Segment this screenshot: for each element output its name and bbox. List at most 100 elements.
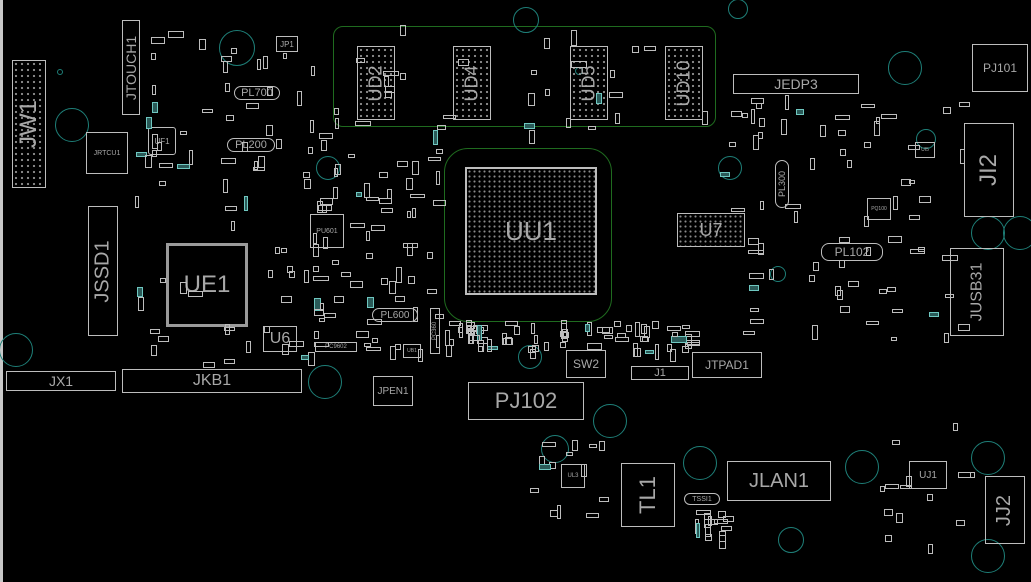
smd-pad (731, 208, 746, 213)
component-jpen1[interactable]: JPEN1 (373, 376, 413, 406)
smd-pad (885, 483, 899, 490)
smd-pad (565, 451, 574, 456)
smd-pad (222, 60, 229, 74)
refdes-label: TSSI1 (692, 495, 712, 503)
component-pl700[interactable]: PL700 (234, 86, 280, 100)
component-ue1[interactable]: UE1 (166, 243, 248, 327)
smd-pad (879, 289, 887, 294)
component-sw2[interactable]: SW2 (566, 350, 606, 378)
component-uu1[interactable]: UU1 (465, 167, 597, 295)
component-jssd1[interactable]: JSSD1 (88, 206, 118, 336)
smd-pad (696, 523, 701, 539)
component-jtpad1[interactable]: JTPAD1 (692, 352, 762, 378)
smd-pad (355, 192, 362, 197)
smd-pad (176, 163, 191, 169)
smd-pad (812, 324, 818, 340)
smd-pad (955, 520, 965, 527)
component-jp1[interactable]: JP1 (276, 36, 298, 52)
component-pj101[interactable]: PJ101 (972, 44, 1028, 92)
smd-pad (596, 92, 603, 105)
component-jedp3[interactable]: JEDP3 (733, 74, 859, 94)
smd-pad (654, 344, 659, 361)
mounting-hole (518, 345, 542, 369)
smd-pad (847, 160, 852, 168)
smd-pad (136, 287, 143, 297)
smd-pad (365, 346, 382, 351)
component-tssi1[interactable]: TSSI1 (684, 493, 720, 505)
smd-pad (758, 243, 764, 256)
smd-pad (282, 344, 289, 355)
refdes-label: JEDP3 (774, 76, 818, 92)
smd-pad (458, 59, 470, 67)
component-pl200[interactable]: PL200 (227, 138, 275, 152)
smd-pad (334, 107, 339, 116)
smd-pad (530, 487, 539, 494)
smd-pad (610, 69, 616, 79)
smd-pad (407, 276, 415, 285)
component-u7[interactable]: U7 (677, 213, 745, 247)
smd-pad (406, 210, 412, 218)
smd-pad (866, 246, 872, 256)
smd-pad (436, 149, 443, 155)
component-uj1[interactable]: UJ1 (909, 461, 947, 489)
component-pq100[interactable]: PQ100 (867, 198, 891, 220)
smd-pad (158, 335, 170, 343)
smd-pad (313, 309, 324, 316)
smd-pad (267, 270, 273, 278)
component-pl300[interactable]: PL300 (775, 160, 789, 208)
smd-pad (224, 324, 231, 335)
component-jusb31[interactable]: JUSB31 (950, 248, 1004, 336)
smd-pad (839, 259, 845, 268)
smd-pad (220, 158, 236, 164)
refdes-label: TL1 (634, 476, 660, 514)
smd-pad (587, 125, 597, 131)
smd-pad (539, 463, 551, 470)
component-jw1[interactable]: JW1 (12, 60, 46, 188)
smd-pad (513, 326, 520, 335)
component-jlan1[interactable]: JLAN1 (727, 461, 831, 501)
component-uf1[interactable]: UF1 (148, 127, 176, 155)
smd-pad (417, 349, 424, 362)
smd-pad (959, 148, 965, 164)
smd-pad (224, 358, 235, 365)
smd-pad (319, 198, 333, 205)
smd-pad (287, 265, 294, 273)
component-j1[interactable]: J1 (631, 366, 689, 380)
component-jtouch1[interactable]: JTOUCH1 (122, 20, 140, 115)
refdes-label: JI2 (974, 153, 1002, 187)
mounting-hole (57, 69, 63, 75)
smd-pad (381, 277, 388, 286)
smd-pad (399, 73, 407, 80)
component-jrtcu1[interactable]: JRTCU1 (86, 132, 128, 174)
smd-pad (188, 149, 194, 166)
smd-pad (544, 341, 549, 352)
smd-pad (222, 179, 228, 193)
component-pj102[interactable]: PJ102 (468, 382, 584, 420)
component-ji2[interactable]: JI2 (964, 123, 1014, 217)
component-pl102[interactable]: PL102 (821, 243, 883, 261)
component-u6[interactable]: U6 (263, 326, 297, 352)
component-ud5[interactable]: UD5 (570, 46, 608, 120)
smd-pad (135, 195, 140, 208)
component-pl600[interactable]: PL600 (372, 308, 418, 322)
smd-pad (834, 115, 851, 120)
smd-pad (302, 172, 310, 179)
component-pc9602[interactable]: PC9602 (315, 342, 357, 352)
smd-pad (644, 325, 651, 339)
component-ud10[interactable]: UD10 (665, 46, 703, 120)
smd-pad (246, 103, 259, 109)
component-jx1[interactable]: JX1 (6, 371, 116, 391)
component-ub1[interactable]: UB1 (403, 344, 421, 358)
component-jj2[interactable]: JJ2 (985, 476, 1025, 544)
smd-pad (335, 117, 340, 129)
smd-pad (928, 311, 940, 318)
smd-pad (958, 102, 970, 107)
component-jkb1[interactable]: JKB1 (122, 369, 302, 393)
component-pc360[interactable]: PC360 (430, 308, 440, 354)
smd-pad (865, 320, 879, 326)
smd-pad (230, 220, 236, 232)
component-tl1[interactable]: TL1 (621, 463, 675, 527)
smd-pad (263, 56, 268, 69)
smd-pad (748, 238, 759, 246)
component-ud4[interactable]: UD4 (453, 46, 491, 120)
